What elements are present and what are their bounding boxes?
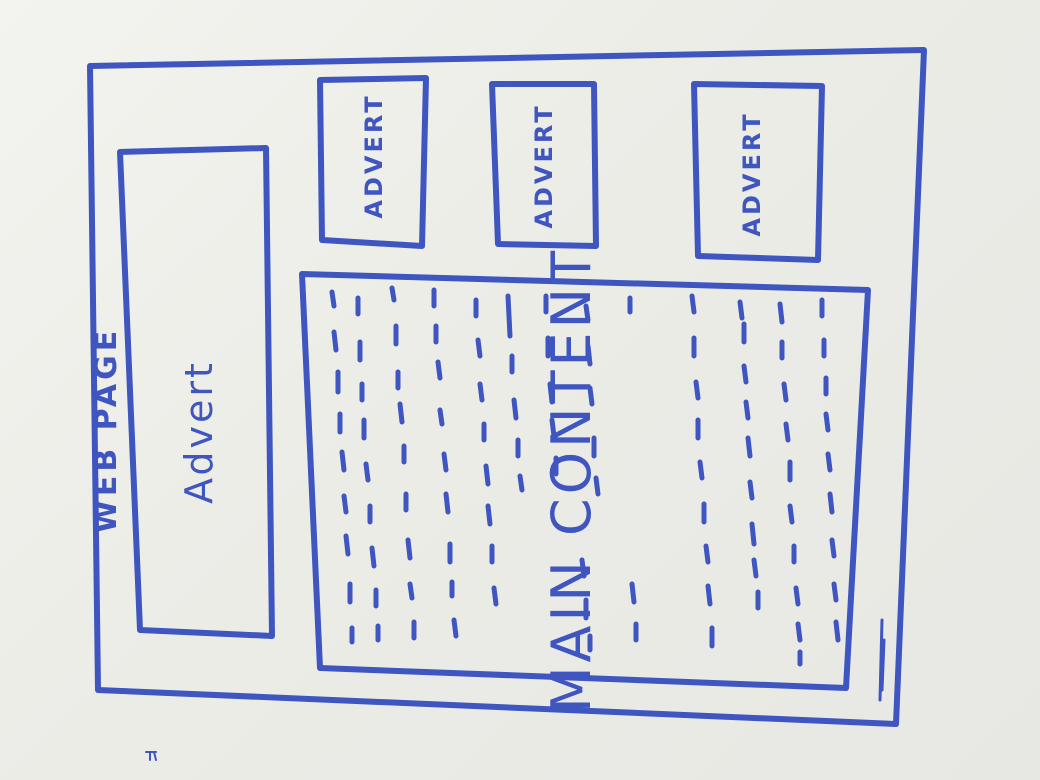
edge-scribble	[878, 618, 886, 702]
stray-mark	[145, 751, 157, 761]
webpage-frame	[87, 47, 927, 727]
top-advert-3: ADVERT	[691, 81, 825, 263]
side-advert-box	[117, 145, 275, 639]
main-content-text-strokes	[329, 285, 841, 667]
main-content-box	[299, 271, 871, 691]
top-advert-2-box	[489, 81, 599, 249]
top-advert-1: ADVERT	[317, 75, 429, 249]
main-content: MAIN CONTENT	[299, 247, 871, 713]
top-advert-3-label: ADVERT	[738, 111, 766, 236]
top-advert-1-box	[317, 75, 429, 249]
webpage-label: WEB PAGE	[89, 327, 124, 533]
top-advert-1-label: ADVERT	[360, 93, 388, 218]
side-advert: Advert	[117, 145, 275, 639]
top-advert-2-label: ADVERT	[530, 103, 558, 228]
top-advert-2: ADVERT	[489, 81, 599, 249]
top-advert-3-box	[691, 81, 825, 263]
main-content-label: MAIN CONTENT	[540, 247, 603, 713]
side-advert-label: Advert	[177, 360, 221, 504]
